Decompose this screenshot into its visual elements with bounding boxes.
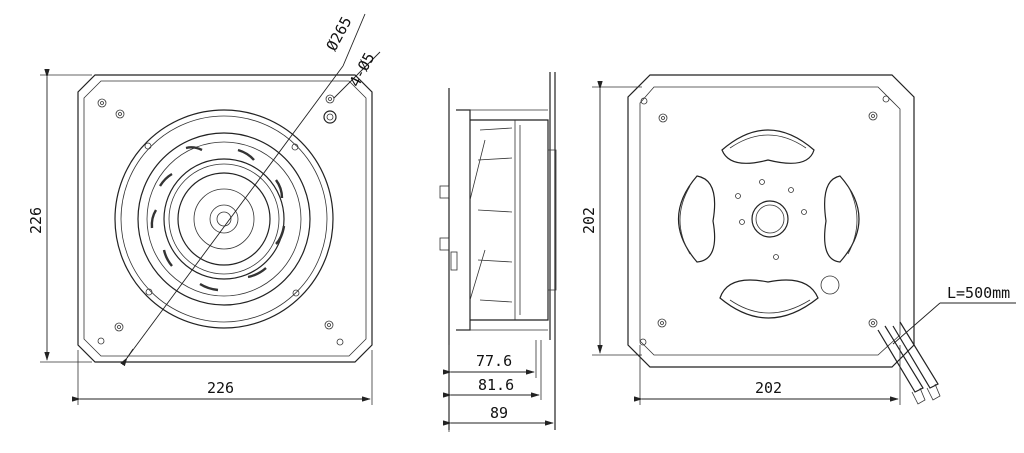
diameter-line xyxy=(126,65,344,359)
cable-length-label: L=500mm xyxy=(947,284,1010,302)
side-depth-1-label: 77.6 xyxy=(476,352,512,370)
impeller-hub xyxy=(163,158,285,280)
impeller-blades xyxy=(150,146,286,292)
rear-mount-holes xyxy=(639,95,890,346)
ring-holes xyxy=(144,142,300,297)
rear-view xyxy=(592,74,1016,405)
cable-leader xyxy=(892,302,941,345)
side-depth-3-label: 89 xyxy=(490,404,508,422)
front-frame xyxy=(77,74,373,363)
rear-width-label: 202 xyxy=(755,379,782,397)
front-mount-holes xyxy=(97,94,344,346)
hub-holes xyxy=(735,179,807,260)
cable xyxy=(877,321,941,405)
side-view xyxy=(439,72,557,432)
rear-hub xyxy=(751,200,789,238)
rear-frame xyxy=(627,74,915,368)
holes-label: 4-Ø5 xyxy=(346,50,379,90)
rear-windows xyxy=(678,129,860,319)
front-view xyxy=(40,13,381,405)
front-outer-ring xyxy=(114,109,334,329)
front-width-label: 226 xyxy=(207,379,234,397)
front-height-label: 226 xyxy=(27,207,45,234)
rear-height-label: 202 xyxy=(580,207,598,234)
side-depth-2-label: 81.6 xyxy=(478,376,514,394)
